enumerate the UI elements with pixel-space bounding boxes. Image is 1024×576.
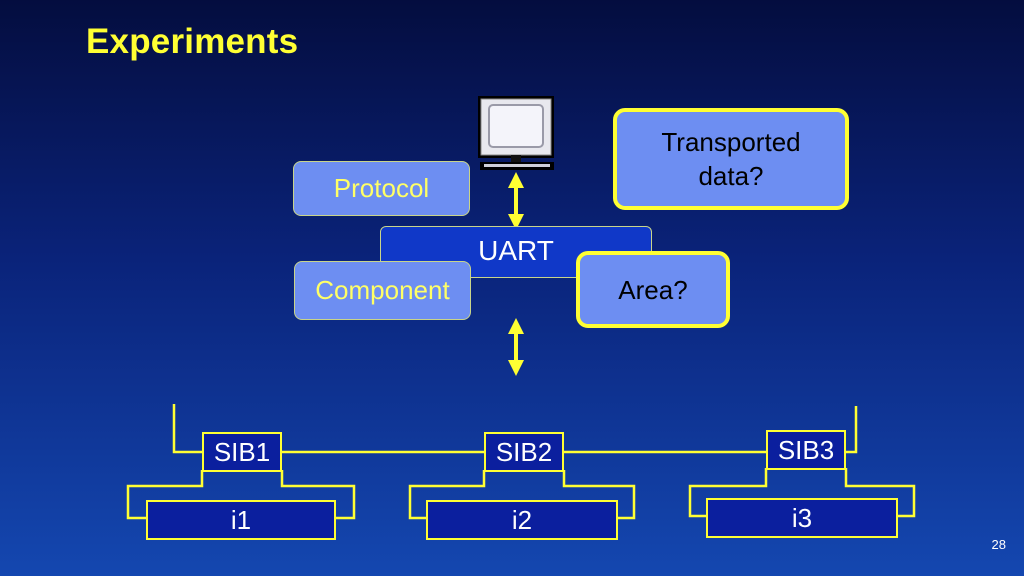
sib3-box: SIB3 bbox=[766, 430, 846, 470]
slide-title: Experiments bbox=[86, 22, 299, 61]
sib1-box: SIB1 bbox=[202, 432, 282, 472]
sib3-label: SIB3 bbox=[777, 434, 835, 465]
transported-data-callout: Transported data? bbox=[613, 108, 849, 210]
protocol-box: Protocol bbox=[293, 161, 470, 216]
sib1-label: SIB1 bbox=[213, 436, 271, 467]
i2-label: i2 bbox=[511, 504, 533, 535]
transported-data-label: Transported data? bbox=[661, 127, 801, 191]
i1-label: i1 bbox=[230, 504, 252, 535]
area-callout: Area? bbox=[576, 251, 730, 328]
instrument-i2: i2 bbox=[426, 500, 618, 540]
computer-monitor-icon bbox=[478, 96, 554, 170]
i3-label: i3 bbox=[791, 502, 813, 533]
component-label: Component bbox=[315, 275, 450, 305]
protocol-label: Protocol bbox=[333, 173, 430, 203]
sib2-label: SIB2 bbox=[495, 436, 553, 467]
uart-label: UART bbox=[478, 235, 554, 266]
instrument-i3: i3 bbox=[706, 498, 898, 538]
component-box: Component bbox=[294, 261, 471, 320]
area-label: Area? bbox=[618, 274, 688, 305]
instrument-i1: i1 bbox=[146, 500, 336, 540]
page-number: 28 bbox=[991, 537, 1006, 552]
sib2-box: SIB2 bbox=[484, 432, 564, 472]
